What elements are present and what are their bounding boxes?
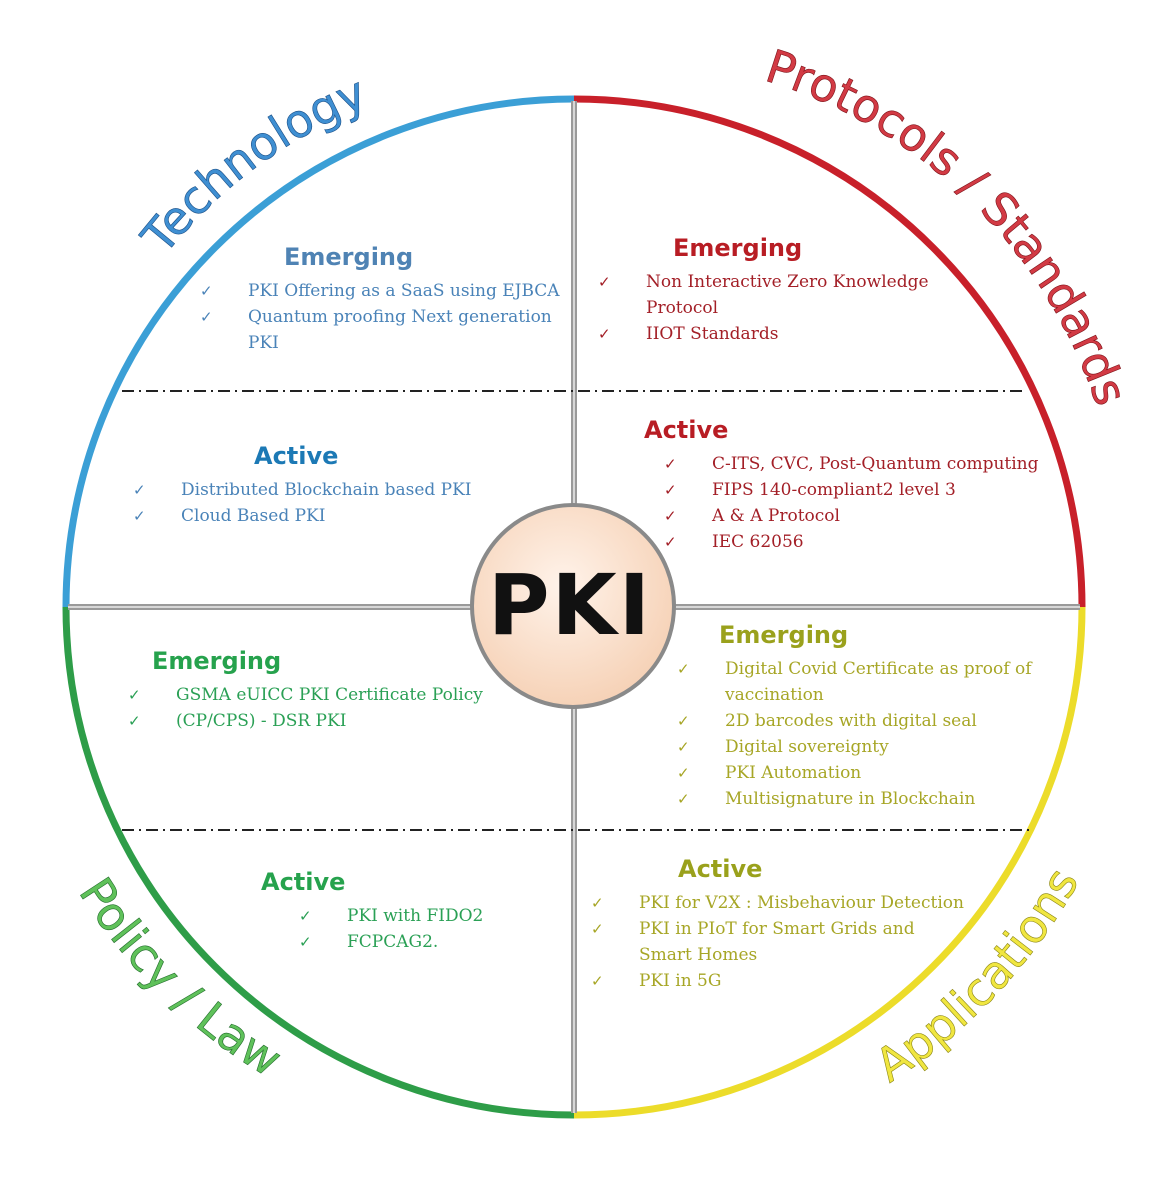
applications-arc <box>573 606 1086 1119</box>
technology-title: Technology <box>130 65 373 264</box>
pki-center-circle <box>470 503 676 709</box>
check-icon: ✓ <box>677 790 690 808</box>
applications-emerging-section: Emerging ✓Digital Covid Certificate as p… <box>677 620 1057 812</box>
check-icon: ✓ <box>200 308 213 326</box>
technology-active-section: Active ✓Distributed Blockchain based PKI… <box>133 441 553 529</box>
policy-emerging-heading: Emerging <box>152 647 282 675</box>
list-item: ✓A & A Protocol <box>664 503 1064 529</box>
technology-active-list: ✓Distributed Blockchain based PKI ✓Cloud… <box>133 477 553 529</box>
list-item: ✓Multisignature in Blockchain <box>677 786 1057 812</box>
check-icon: ✓ <box>591 894 604 912</box>
protocols-emerging-section: Emerging ✓Non Interactive Zero Knowledge… <box>598 233 978 347</box>
policy-emerging-section: Emerging ✓GSMA eUICC PKI Certificate Pol… <box>128 646 548 734</box>
list-item: ✓IEC 62056 <box>664 529 1064 555</box>
list-item: ✓Quantum proofing Next generation PKI <box>200 304 570 356</box>
check-icon: ✓ <box>128 686 141 704</box>
protocols-emerging-list: ✓Non Interactive Zero Knowledge Protocol… <box>598 269 978 347</box>
check-icon: ✓ <box>664 533 677 551</box>
list-item: ✓2D barcodes with digital seal <box>677 708 1057 734</box>
check-icon: ✓ <box>299 907 312 925</box>
list-item: ✓C-ITS, CVC, Post-Quantum computing <box>664 451 1064 477</box>
protocols-active-heading: Active <box>644 416 729 444</box>
check-icon: ✓ <box>133 507 146 525</box>
applications-active-heading: Active <box>678 855 763 883</box>
policy-title: Policy / Law <box>69 868 291 1087</box>
check-icon: ✓ <box>677 660 690 678</box>
list-item: ✓Distributed Blockchain based PKI <box>133 477 553 503</box>
list-item: ✓Cloud Based PKI <box>133 503 553 529</box>
check-icon: ✓ <box>591 920 604 938</box>
list-item: ✓PKI for V2X : Misbehaviour Detection <box>591 890 991 916</box>
protocols-emerging-heading: Emerging <box>673 234 803 262</box>
check-icon: ✓ <box>677 764 690 782</box>
check-icon: ✓ <box>677 738 690 756</box>
list-item: ✓PKI Offering as a SaaS using EJBCA <box>200 278 570 304</box>
list-item: ✓FCPCAG2. <box>299 929 559 955</box>
technology-emerging-section: Emerging ✓PKI Offering as a SaaS using E… <box>200 242 570 356</box>
policy-active-section: Active ✓PKI with FIDO2 ✓FCPCAG2. <box>261 867 559 955</box>
list-item: ✓IIOT Standards <box>598 321 978 347</box>
pki-center-label: PKI <box>488 556 652 654</box>
check-icon: ✓ <box>133 481 146 499</box>
list-item: ✓PKI in PIoT for Smart Grids and Smart H… <box>591 916 991 968</box>
list-item: ✓GSMA eUICC PKI Certificate Policy <box>128 682 548 708</box>
list-item: ✓Digital sovereignty <box>677 734 1057 760</box>
check-icon: ✓ <box>128 712 141 730</box>
list-item: ✓Non Interactive Zero Knowledge Protocol <box>598 269 978 321</box>
check-icon: ✓ <box>664 455 677 473</box>
list-item: ✓Digital Covid Certificate as proof of v… <box>677 656 1057 708</box>
applications-active-section: Active ✓PKI for V2X : Misbehaviour Detec… <box>591 854 991 994</box>
check-icon: ✓ <box>598 325 611 343</box>
policy-active-list: ✓PKI with FIDO2 ✓FCPCAG2. <box>299 903 559 955</box>
list-item: ✓PKI with FIDO2 <box>299 903 559 929</box>
list-item: ✓PKI in 5G <box>591 968 991 994</box>
check-icon: ✓ <box>598 273 611 291</box>
list-item: ✓FIPS 140-compliant2 level 3 <box>664 477 1064 503</box>
technology-emerging-list: ✓PKI Offering as a SaaS using EJBCA ✓Qua… <box>200 278 570 356</box>
applications-emerging-heading: Emerging <box>719 621 849 649</box>
protocols-active-list: ✓C-ITS, CVC, Post-Quantum computing ✓FIP… <box>664 451 1064 555</box>
protocols-arc <box>573 95 1086 608</box>
check-icon: ✓ <box>200 282 213 300</box>
applications-active-list: ✓PKI for V2X : Misbehaviour Detection ✓P… <box>591 890 991 994</box>
check-icon: ✓ <box>664 507 677 525</box>
protocols-title: Protocols / Standards <box>760 39 1139 412</box>
check-icon: ✓ <box>677 712 690 730</box>
check-icon: ✓ <box>299 933 312 951</box>
check-icon: ✓ <box>591 972 604 990</box>
applications-emerging-list: ✓Digital Covid Certificate as proof of v… <box>677 656 1057 812</box>
technology-active-heading: Active <box>254 442 339 470</box>
technology-emerging-heading: Emerging <box>284 243 414 271</box>
policy-arc <box>62 606 575 1119</box>
policy-active-heading: Active <box>261 868 346 896</box>
check-icon: ✓ <box>664 481 677 499</box>
list-item: ✓(CP/CPS) - DSR PKI <box>128 708 548 734</box>
list-item: ✓PKI Automation <box>677 760 1057 786</box>
protocols-active-section: Active ✓C-ITS, CVC, Post-Quantum computi… <box>644 415 1064 555</box>
policy-emerging-list: ✓GSMA eUICC PKI Certificate Policy ✓(CP/… <box>128 682 548 734</box>
technology-arc <box>62 95 575 608</box>
